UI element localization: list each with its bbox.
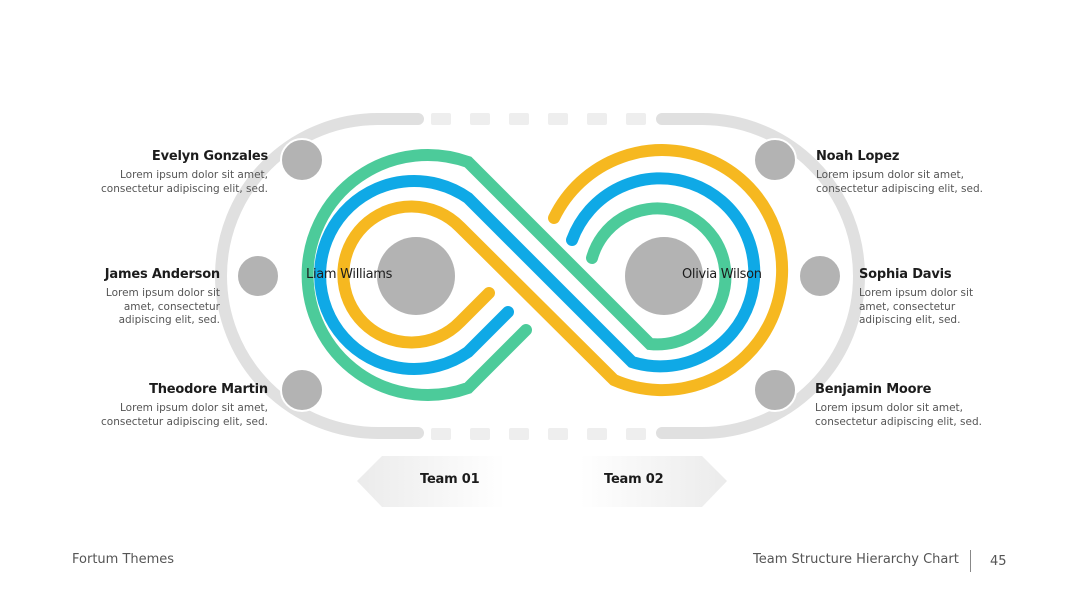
leader-left-node <box>377 237 455 315</box>
member-description: Lorem ipsum dolor sit amet, consectetur … <box>101 402 268 428</box>
outer-ring-right <box>656 113 865 439</box>
dash-connector-bottom <box>431 428 646 440</box>
node-mid-right <box>798 254 842 298</box>
member-mid-right: Sophia Davis Lorem ipsum dolor sit amet,… <box>859 266 991 328</box>
member-bottom-right: Benjamin Moore Lorem ipsum dolor sit ame… <box>815 381 1025 429</box>
footer-divider <box>970 550 971 572</box>
page-number: 45 <box>990 554 1007 569</box>
leader-right-node <box>625 237 703 315</box>
member-top-left: Evelyn Gonzales Lorem ipsum dolor sit am… <box>58 148 268 196</box>
dash-connector-top <box>431 113 646 125</box>
node-bottom-right <box>753 368 797 412</box>
member-name: Sophia Davis <box>859 267 952 282</box>
team2-tab <box>580 456 727 507</box>
member-name: Benjamin Moore <box>815 382 932 397</box>
member-description: Lorem ipsum dolor sit amet, consectetur … <box>815 402 982 428</box>
green-band <box>301 149 732 401</box>
outer-ring-left <box>215 113 424 439</box>
member-description: Lorem ipsum dolor sit amet, consectetur … <box>101 169 268 195</box>
yellow-band <box>337 144 789 396</box>
team1-label: Team 01 <box>420 472 480 487</box>
node-mid-left <box>236 254 280 298</box>
blue-band <box>314 172 761 375</box>
member-name: James Anderson <box>104 267 220 282</box>
team2-label: Team 02 <box>604 472 664 487</box>
member-description: Lorem ipsum dolor sit amet, consectetur … <box>816 169 983 195</box>
footer-title: Team Structure Hierarchy Chart <box>753 552 959 567</box>
member-top-right: Noah Lopez Lorem ipsum dolor sit amet, c… <box>816 148 1026 196</box>
member-name: Evelyn Gonzales <box>151 149 268 164</box>
member-mid-left: James Anderson Lorem ipsum dolor sit ame… <box>88 266 220 328</box>
node-top-right <box>753 138 797 182</box>
leader-right-name: Olivia Wilson <box>682 267 762 282</box>
node-top-left <box>280 138 324 182</box>
footer-brand: Fortum Themes <box>72 552 175 567</box>
member-name: Noah Lopez <box>816 149 900 164</box>
member-description: Lorem ipsum dolor sit amet, consectetur … <box>859 287 974 326</box>
team1-tab <box>357 456 505 507</box>
leader-left-name: Liam Williams <box>306 267 393 282</box>
member-description: Lorem ipsum dolor sit amet, consectetur … <box>105 287 220 326</box>
member-bottom-left: Theodore Martin Lorem ipsum dolor sit am… <box>58 381 268 429</box>
member-name: Theodore Martin <box>149 382 268 397</box>
node-bottom-left <box>280 368 324 412</box>
